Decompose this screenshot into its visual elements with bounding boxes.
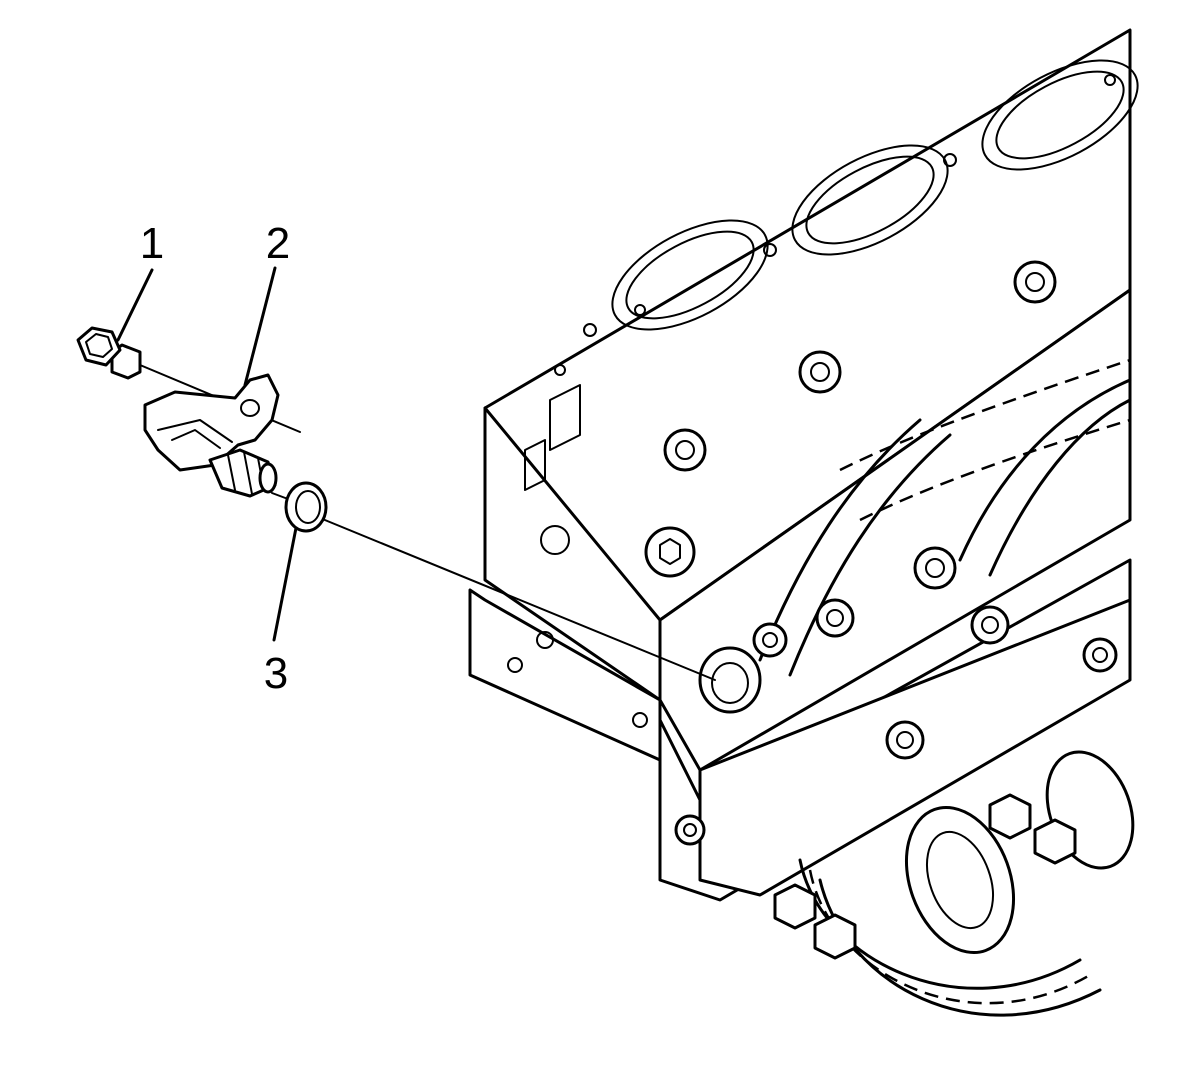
sensor-bore — [698, 646, 762, 714]
callout-2-leader — [243, 266, 277, 387]
callout-2: 2 — [266, 219, 290, 268]
camshaft-position-sensor — [143, 373, 280, 498]
mounting-bolt — [76, 326, 142, 380]
bolt-boss — [663, 260, 1118, 846]
callout-1-leader — [116, 268, 154, 342]
callout-3: 3 — [264, 649, 288, 698]
callout-1: 1 — [140, 219, 164, 268]
o-ring-seal — [284, 481, 328, 533]
sensor-center-line — [319, 517, 716, 681]
bearing-cap-nut — [773, 793, 1077, 960]
callout-3-leader — [272, 526, 298, 642]
engine-block — [468, 28, 1139, 1017]
